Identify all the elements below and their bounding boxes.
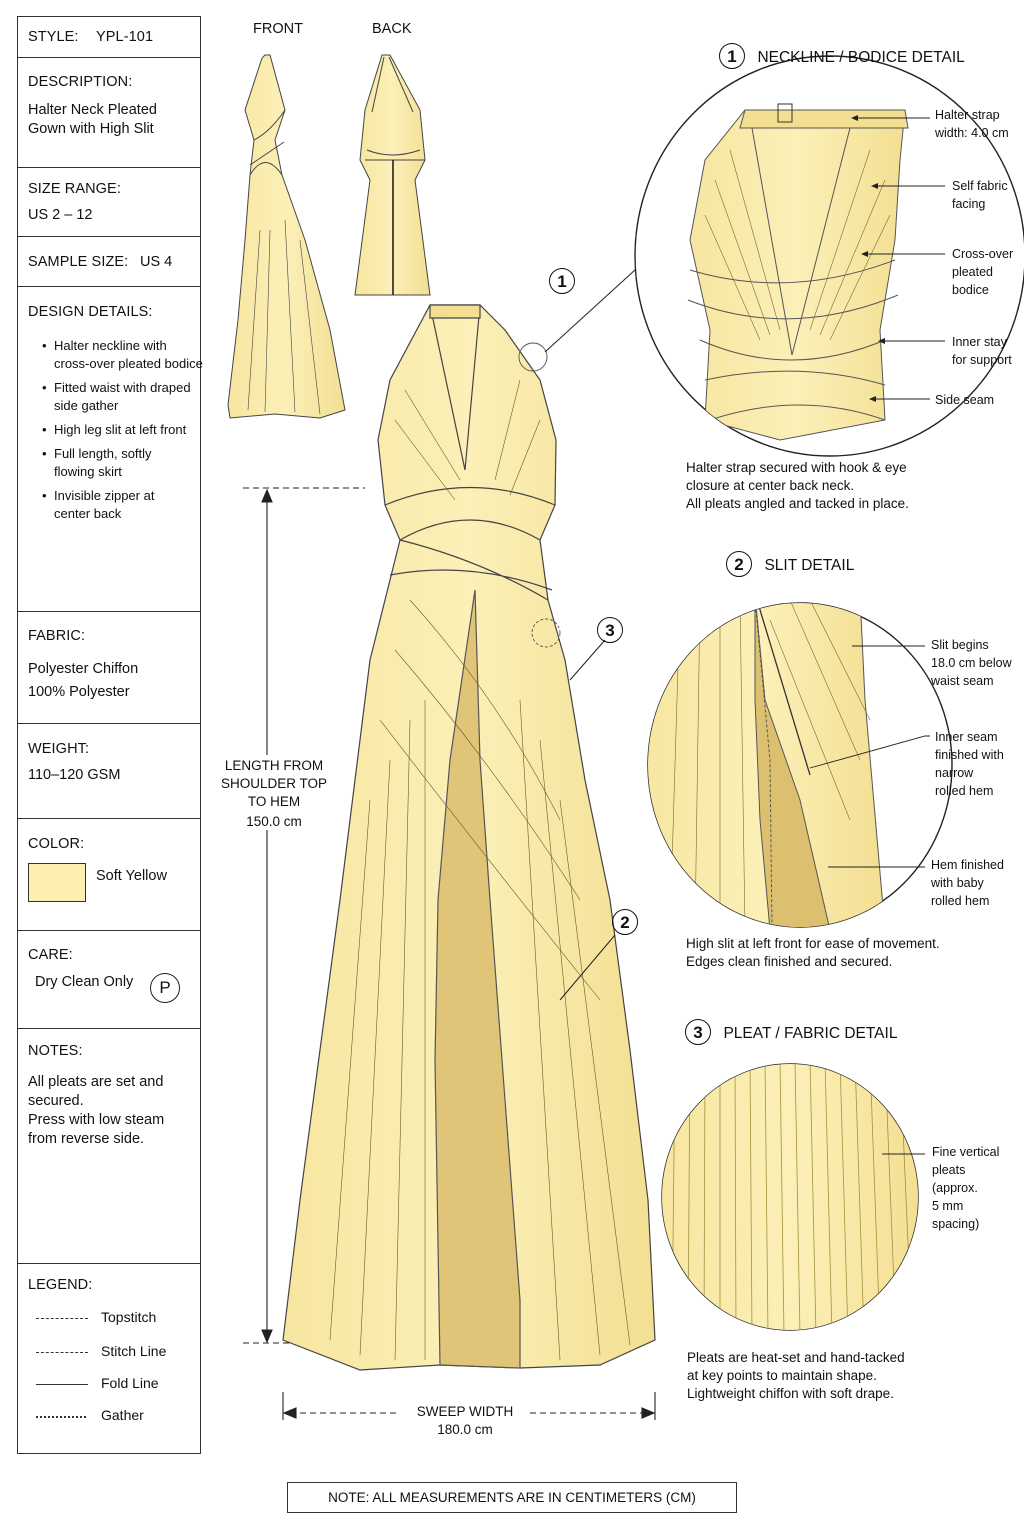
color-label: COLOR: [28, 836, 85, 852]
weight-value: 110–120 GSM [28, 767, 121, 783]
notes-label: NOTES: [28, 1043, 83, 1059]
gather-line-icon [36, 1416, 86, 1418]
callout-side-seam: Side seam [935, 393, 995, 407]
callout-arrowheads [851, 115, 885, 402]
pleat-detail-number: 3 [685, 1019, 711, 1045]
weight-section: WEIGHT: 110–120 GSM [18, 724, 200, 819]
description-label: DESCRIPTION: [28, 74, 133, 90]
legend-gather: Gather [36, 1407, 196, 1425]
professional-dry-clean-icon: P [150, 973, 180, 1003]
back-view-label: BACK [372, 21, 412, 37]
callout-leader-lines [809, 117, 945, 1155]
weight-label: WEIGHT: [28, 741, 90, 757]
legend-stitch-line: Stitch Line [36, 1343, 196, 1361]
stitch-line-icon [36, 1352, 88, 1353]
marker-leader-lines [544, 269, 636, 1001]
slit-detail-header: 2 SLIT DETAIL [726, 551, 854, 577]
fold-line-icon [36, 1384, 88, 1385]
neckline-detail-header: 1 NECKLINE / BODICE DETAIL [719, 43, 965, 69]
legend-topstitch: Topstitch [36, 1309, 196, 1327]
size-range-label: SIZE RANGE: [28, 181, 121, 197]
neckline-detail-number: 1 [719, 43, 745, 69]
slit-detail-note: High slit at left front for ease of move… [686, 936, 940, 969]
slit-detail-illustration [647, 602, 953, 928]
style-value: YPL-101 [96, 29, 154, 45]
description-section: DESCRIPTION: Halter Neck Pleated Gown wi… [18, 58, 200, 168]
back-flat-sketch [354, 54, 431, 296]
sample-size-value: US 4 [140, 254, 173, 270]
neckline-detail-title: NECKLINE / BODICE DETAIL [757, 48, 965, 66]
marker-2: 2 [612, 909, 638, 935]
spec-panel: STYLE: YPL-101 DESCRIPTION: Halter Neck … [17, 16, 203, 1454]
care-section: CARE: Dry Clean Only P [18, 931, 200, 1029]
legend-fold-line: Fold Line [36, 1375, 196, 1393]
main-gown-drawing [282, 304, 656, 1371]
pleat-detail-title: PLEAT / FABRIC DETAIL [723, 1024, 898, 1042]
pleat-detail-header: 3 PLEAT / FABRIC DETAIL [685, 1019, 897, 1045]
slit-detail-number: 2 [726, 551, 752, 577]
front-flat-sketch [227, 54, 346, 419]
color-swatch [28, 863, 86, 902]
footer-note: NOTE: ALL MEASUREMENTS ARE IN CENTIMETER… [287, 1482, 737, 1513]
sweep-measurement: SWEEP WIDTH 180.0 cm [416, 1404, 514, 1437]
style-label: STYLE: [28, 29, 79, 45]
topstitch-line-icon [36, 1318, 88, 1319]
design-details-section: DESIGN DETAILS: Halter neckline withcros… [18, 287, 203, 612]
length-dimension-line [243, 487, 365, 1344]
design-details-label: DESIGN DETAILS: [28, 304, 153, 320]
fabric-label: FABRIC: [28, 628, 86, 644]
length-measurement: LENGTH FROM SHOULDER TOP TO HEM 150.0 cm [220, 758, 328, 829]
care-value: Dry Clean Only [35, 974, 134, 990]
slit-detail-title: SLIT DETAIL [764, 556, 855, 574]
marker-3: 3 [597, 617, 623, 643]
marker-1: 1 [549, 268, 575, 294]
sweep-dimension-line [282, 1392, 656, 1420]
neckline-detail-illustration [634, 55, 1024, 457]
design-detail-item: High leg slit at left front [42, 421, 214, 439]
size-range-value: US 2 – 12 [28, 207, 93, 223]
size-range-section: SIZE RANGE: US 2 – 12 [18, 168, 200, 237]
sample-size-section: SAMPLE SIZE: US 4 [18, 237, 200, 287]
care-label: CARE: [28, 947, 73, 963]
legend-section: LEGEND: Topstitch Stitch Line Fold Line … [18, 1264, 200, 1454]
sample-size-label: SAMPLE SIZE: [28, 254, 129, 270]
legend-label: LEGEND: [28, 1277, 93, 1293]
color-section: COLOR: Soft Yellow [18, 819, 200, 931]
color-name: Soft Yellow [96, 868, 167, 884]
fabric-value: Polyester Chiffon 100% Polyester [28, 661, 139, 700]
style-section: STYLE: YPL-101 [18, 17, 200, 58]
pleat-detail-illustration [661, 1063, 919, 1331]
description-value: Halter Neck Pleated Gown with High Slit [28, 102, 157, 137]
front-view-label: FRONT [253, 21, 303, 37]
fabric-section: FABRIC: Polyester Chiffon 100% Polyester [18, 612, 200, 724]
